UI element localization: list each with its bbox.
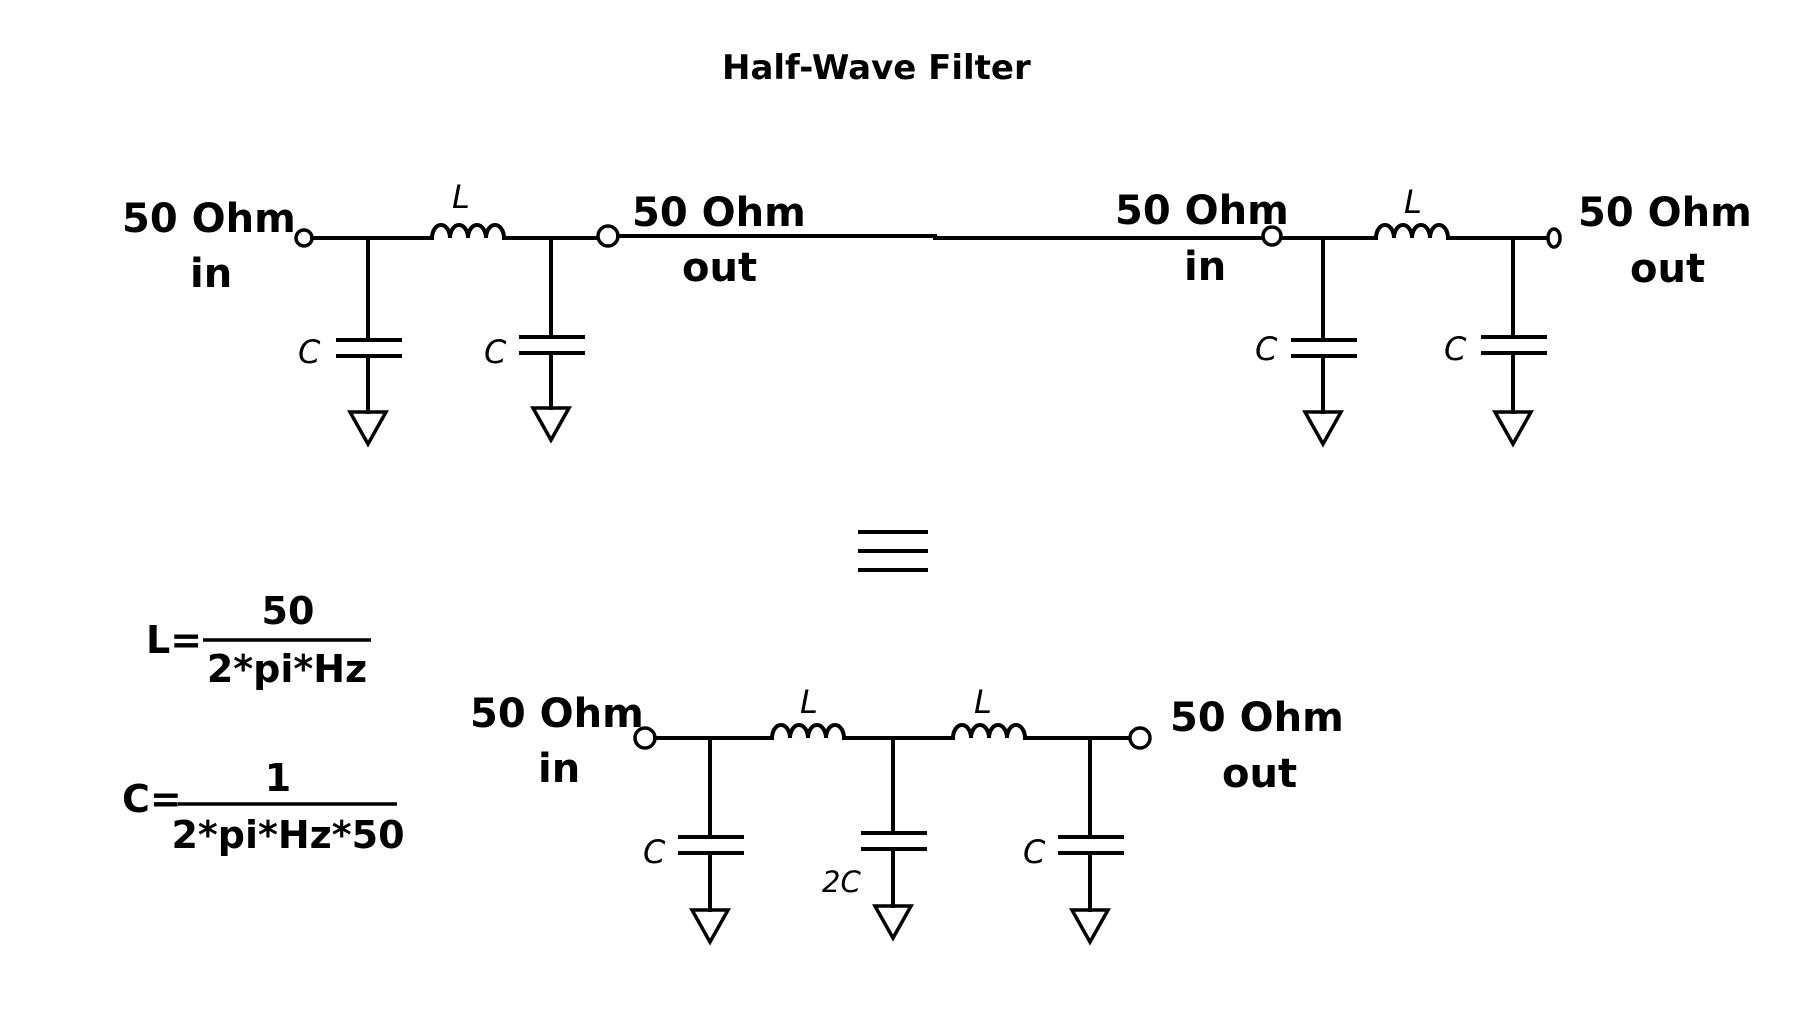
inductor-symbol (429, 223, 507, 241)
ground-symbol (530, 406, 572, 444)
diagram-title: Half-Wave Filter (722, 48, 1031, 88)
output-terminal (1546, 227, 1562, 249)
inductor-symbol (950, 723, 1028, 741)
input-sub-label: in (1184, 244, 1226, 290)
output-label: 50 Ohm (632, 190, 806, 236)
ground-symbol (1302, 410, 1344, 448)
capacitor-label: C (298, 333, 321, 371)
formula-denominator: 2*pi*Hz (207, 647, 367, 691)
top-left-filter: 50 Ohm in 50 Ohm out L C C (122, 178, 806, 448)
formula-numerator: 1 (265, 756, 291, 800)
output-sub-label: out (682, 245, 757, 291)
input-sub-label: in (190, 251, 232, 297)
bottom-filter: 50 Ohm in 50 Ohm out L L C 2C C (470, 683, 1344, 946)
ground-symbol (1492, 410, 1534, 448)
capacitor-label: C (643, 833, 666, 871)
equivalence-symbol (858, 530, 928, 572)
input-terminal (294, 228, 314, 248)
inductor-symbol (769, 723, 847, 741)
inductor-label: L (974, 683, 992, 721)
capacitor-label: C (1023, 833, 1046, 871)
capacitance-formula: C= 1 2*pi*Hz*50 (122, 756, 405, 857)
output-sub-label: out (1222, 751, 1297, 797)
ground-symbol (1069, 908, 1111, 946)
capacitor-label: C (484, 333, 507, 371)
input-label: 50 Ohm (1115, 188, 1289, 234)
output-label: 50 Ohm (1170, 695, 1344, 741)
formula-lhs: C= (122, 777, 182, 821)
output-sub-label: out (1630, 246, 1705, 292)
output-label: 50 Ohm (1578, 190, 1752, 236)
input-label: 50 Ohm (122, 196, 296, 242)
inductance-formula: L= 50 2*pi*Hz (146, 589, 371, 691)
output-terminal (1128, 726, 1152, 750)
top-right-filter: 50 Ohm in 50 Ohm out L C C (1115, 183, 1752, 448)
capacitor-label: C (1255, 330, 1278, 368)
formula-numerator: 50 (262, 589, 315, 633)
ground-symbol (689, 908, 731, 946)
inductor-symbol (1373, 223, 1451, 241)
ground-symbol (872, 904, 914, 942)
input-label: 50 Ohm (470, 691, 644, 737)
output-terminal (596, 224, 620, 248)
inductor-label: L (1404, 183, 1422, 221)
inductor-label: L (452, 178, 470, 216)
formula-lhs: L= (146, 618, 202, 662)
capacitor-label: 2C (822, 865, 861, 899)
formula-denominator: 2*pi*Hz*50 (171, 813, 404, 857)
inductor-label: L (800, 683, 818, 721)
ground-symbol (347, 410, 389, 448)
capacitor-label: C (1444, 330, 1467, 368)
input-sub-label: in (538, 746, 580, 792)
